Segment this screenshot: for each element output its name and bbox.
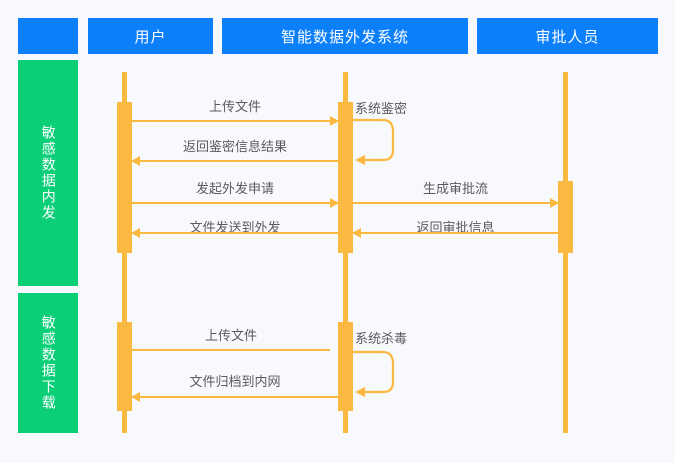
message-line-m3 <box>132 202 338 204</box>
phase-label-outbound: 敏感数据内发 <box>40 125 57 221</box>
arrowhead-right-icon <box>550 198 559 208</box>
message-arrow-m7 <box>132 349 330 351</box>
activation-bar-approver-phase1 <box>558 181 573 253</box>
arrowhead-left-icon <box>131 228 140 238</box>
arrowhead-left-icon <box>131 392 140 402</box>
self-message-loop-s2 <box>351 350 413 397</box>
participant-header-user[interactable]: 用户 <box>88 18 213 54</box>
message-arrow-m6 <box>352 228 558 238</box>
message-label-m4: 生成审批流 <box>422 181 488 196</box>
message-arrow-m5 <box>131 228 338 238</box>
message-arrow-m3 <box>132 198 339 208</box>
self-message-label-s1: 系统鉴密 <box>355 101 408 116</box>
message-label-m2: 返回鉴密信息结果 <box>182 139 287 154</box>
message-line-m6 <box>353 232 558 234</box>
message-label-m1: 上传文件 <box>208 99 261 114</box>
message-line-m5 <box>132 232 338 234</box>
participant-header-system[interactable]: 智能数据外发系统 <box>222 18 468 54</box>
participant-header-spacer <box>18 18 78 54</box>
participant-label-approver: 审批人员 <box>535 28 600 46</box>
activation-bar-system-phase1 <box>338 102 353 253</box>
message-arrow-m8 <box>131 392 338 402</box>
phase-block-download[interactable]: 敏感数据下载 <box>18 293 78 433</box>
arrowhead-left-icon <box>352 228 361 238</box>
participant-label-system: 智能数据外发系统 <box>280 28 409 46</box>
arrowhead-right-icon <box>330 198 339 208</box>
arrowhead-left-icon <box>131 156 140 166</box>
activation-bar-system-phase2 <box>338 322 353 411</box>
participant-label-user: 用户 <box>134 28 167 46</box>
participant-header-approver[interactable]: 审批人员 <box>477 18 658 54</box>
message-arrow-m2 <box>131 156 338 166</box>
message-line-m7 <box>132 349 330 351</box>
message-line-m2 <box>132 160 338 162</box>
message-label-m8: 文件归档到内网 <box>189 374 281 389</box>
message-arrow-m1 <box>132 116 339 126</box>
phase-block-outbound[interactable]: 敏感数据内发 <box>18 60 78 286</box>
self-message-label-s2: 系统杀毒 <box>355 331 408 346</box>
activation-bar-user-phase1 <box>117 102 132 253</box>
self-message-loop-s1 <box>351 118 413 165</box>
message-line-m4 <box>353 202 558 204</box>
message-arrow-m4 <box>353 198 559 208</box>
message-label-m3: 发起外发申请 <box>195 181 274 196</box>
message-label-m6: 返回审批信息 <box>416 220 495 235</box>
phase-label-download: 敏感数据下载 <box>40 315 57 411</box>
arrowhead-right-icon <box>330 116 339 126</box>
message-line-m8 <box>132 396 338 398</box>
activation-bar-user-phase2 <box>117 322 132 411</box>
message-line-m1 <box>132 120 338 122</box>
message-label-m5: 文件发送到外发 <box>189 220 281 235</box>
message-label-m7: 上传文件 <box>204 328 257 343</box>
